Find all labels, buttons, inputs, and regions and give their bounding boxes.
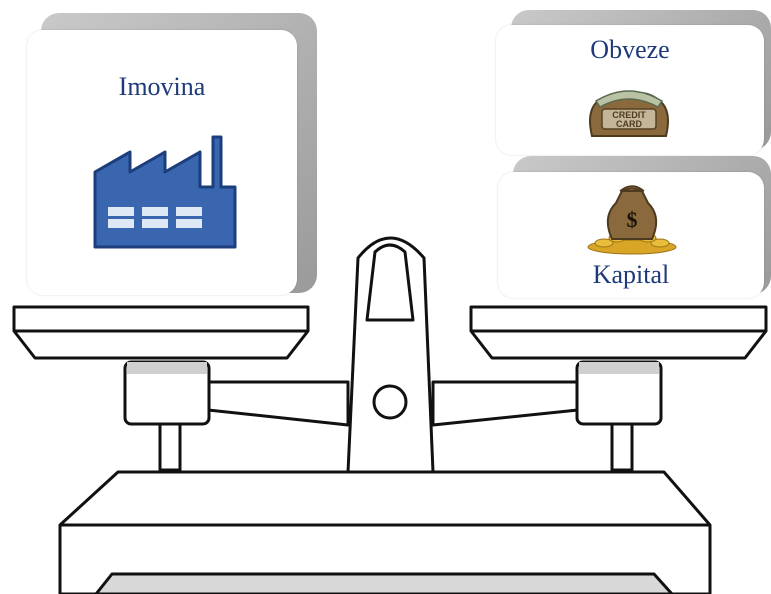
credit-card-bag-icon: CREDIT CARD (584, 81, 674, 141)
equity-label: Kapital (498, 260, 764, 290)
money-bag-icon: $ (582, 177, 682, 255)
scale-beam (208, 382, 348, 425)
liabilities-label: Obveze (496, 35, 764, 65)
assets-label: Imovina (27, 72, 297, 102)
scale-pivot (374, 386, 406, 418)
factory-icon (85, 132, 245, 252)
equity-card: $ Kapital (498, 172, 764, 298)
svg-text:CARD: CARD (616, 119, 642, 129)
liabilities-card: Obveze CREDIT CARD (496, 25, 764, 155)
assets-card: Imovina (27, 30, 297, 295)
svg-text:$: $ (627, 207, 638, 232)
